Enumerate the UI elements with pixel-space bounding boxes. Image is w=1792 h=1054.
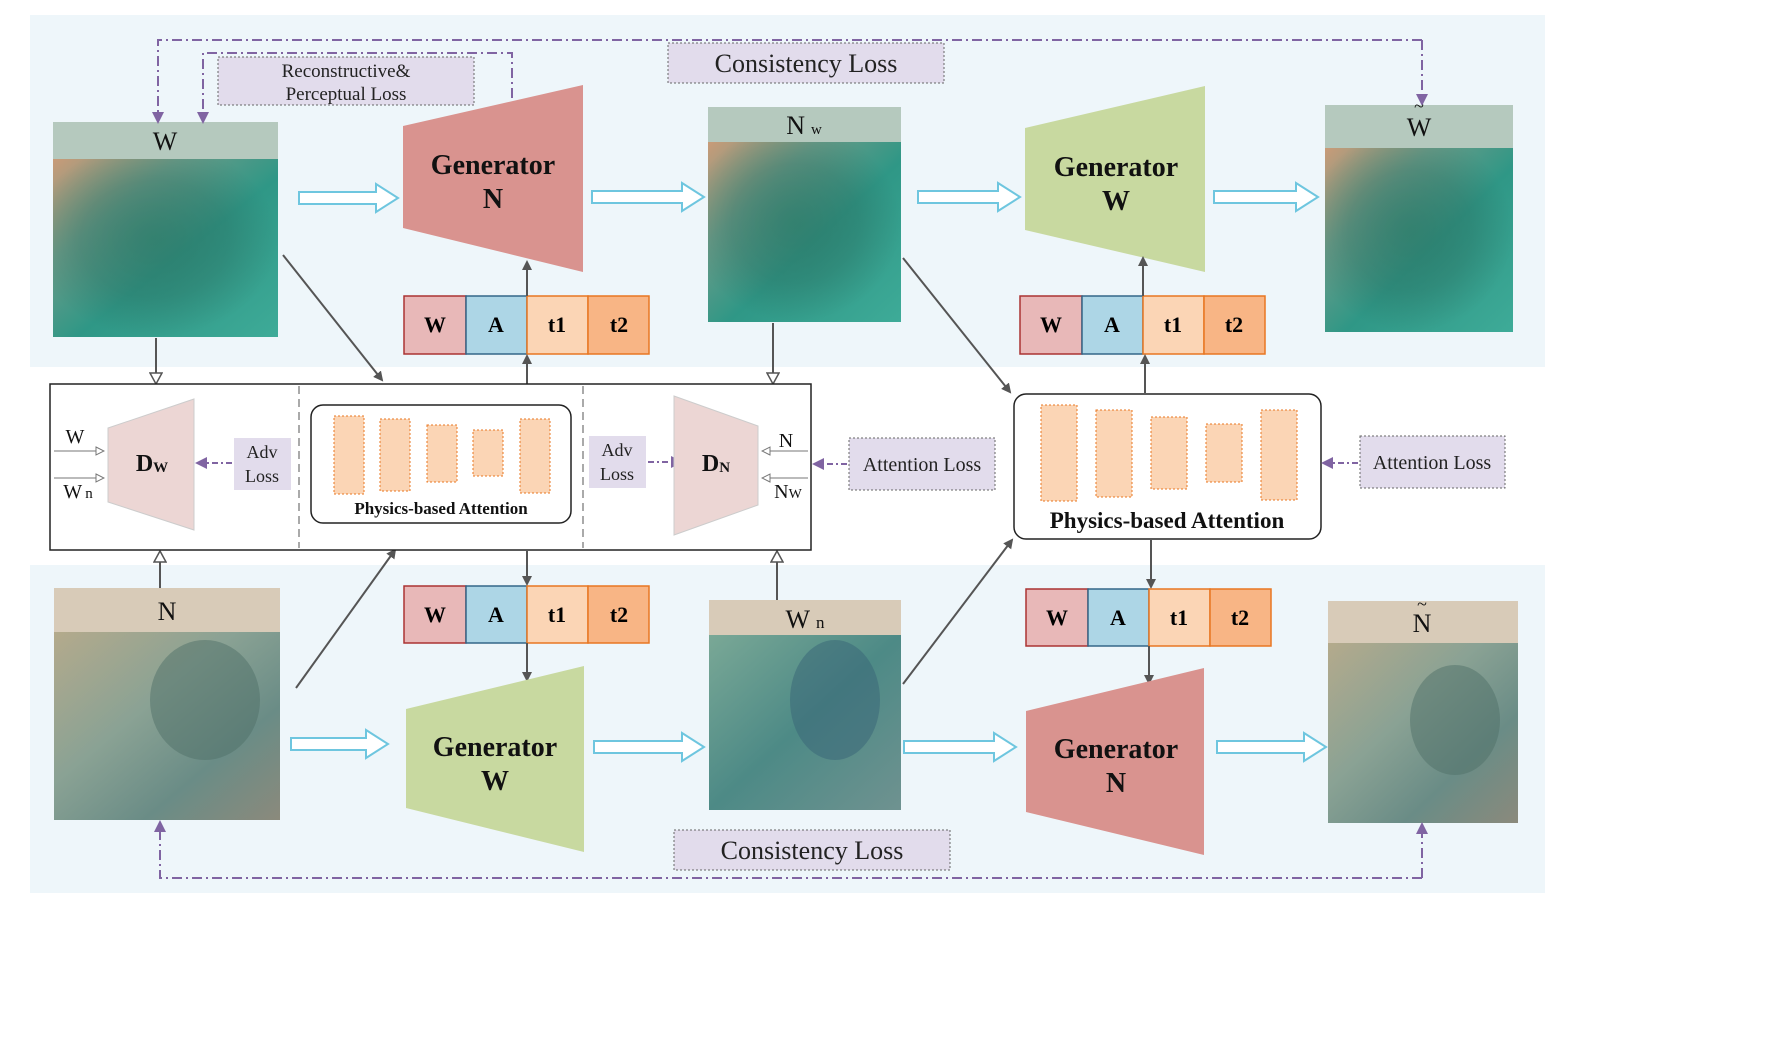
svg-text:Generator: Generator bbox=[433, 732, 557, 763]
svg-text:Generator: Generator bbox=[1054, 734, 1178, 765]
arrow-nw-to-attention-right bbox=[902, 257, 1012, 394]
svg-text:Attention Loss: Attention Loss bbox=[863, 454, 982, 476]
hollow-arrow-top-1 bbox=[298, 182, 400, 214]
physics-attention-large: Physics-based Attention bbox=[1013, 393, 1322, 540]
image-w-tilde-label: W bbox=[1407, 113, 1432, 142]
svg-text:W: W bbox=[424, 602, 446, 627]
image-w-input-label: W bbox=[153, 127, 178, 156]
svg-text:Physics-based Attention: Physics-based Attention bbox=[1050, 508, 1285, 533]
svg-text:A: A bbox=[488, 602, 504, 627]
discriminator-dw: DW bbox=[107, 398, 195, 531]
reconstructive-loss-line1: Reconstructive& bbox=[282, 61, 411, 82]
param-block-bottom-right: W A t1 t2 bbox=[1025, 588, 1272, 647]
svg-text:t1: t1 bbox=[1170, 605, 1188, 630]
svg-text:Physics-based Attention: Physics-based Attention bbox=[354, 499, 528, 518]
param-block-top-left: W A t1 t2 bbox=[403, 295, 650, 355]
arrow-w-to-attention bbox=[282, 254, 384, 382]
hollow-arrow-top-4 bbox=[1213, 181, 1320, 213]
arrow-wn-to-attention-right bbox=[902, 538, 1014, 685]
svg-text:DW: DW bbox=[136, 451, 168, 477]
svg-text:Adv: Adv bbox=[247, 442, 278, 462]
svg-text:Wn: Wn bbox=[63, 481, 93, 503]
reconstructive-loss-box: Reconstructive& Perceptual Loss bbox=[217, 56, 475, 106]
svg-text:t1: t1 bbox=[1164, 312, 1182, 337]
svg-text:W: W bbox=[66, 426, 85, 448]
svg-text:t2: t2 bbox=[610, 312, 628, 337]
hollow-arrow-bottom-2 bbox=[593, 731, 706, 763]
svg-text:Attention Loss: Attention Loss bbox=[1373, 452, 1492, 474]
dashed-consistency-path-bottom bbox=[154, 820, 1422, 879]
consistency-loss-top: Consistency Loss bbox=[667, 42, 945, 84]
svg-text:Loss: Loss bbox=[245, 466, 279, 486]
svg-text:Generator: Generator bbox=[431, 150, 555, 181]
svg-text:Consistency Loss: Consistency Loss bbox=[715, 49, 898, 78]
attention-loss-left: Attention Loss bbox=[848, 437, 996, 491]
dashed-reconstructive-path bbox=[197, 52, 513, 124]
svg-text:W: W bbox=[424, 312, 446, 337]
image-n-input-label: N bbox=[158, 597, 177, 626]
svg-text:A: A bbox=[1104, 312, 1120, 337]
generator-n-bottom: Generator N bbox=[1026, 668, 1204, 855]
param-block-top-right: W A t1 t2 bbox=[1019, 295, 1266, 355]
hollow-arrow-bottom-4 bbox=[1216, 731, 1328, 763]
image-n-input: N bbox=[54, 588, 280, 820]
svg-text:Consistency Loss: Consistency Loss bbox=[721, 836, 904, 865]
dn-inputs: N NW bbox=[762, 430, 808, 503]
hollow-arrow-bottom-3 bbox=[903, 731, 1018, 763]
svg-text:A: A bbox=[488, 312, 504, 337]
adv-loss-w: Adv Loss bbox=[234, 438, 291, 490]
svg-text:Adv: Adv bbox=[602, 440, 633, 460]
svg-text:~: ~ bbox=[1414, 96, 1424, 116]
adv-loss-n: Adv Loss bbox=[589, 436, 646, 488]
svg-text:NW: NW bbox=[774, 481, 802, 503]
svg-text:N: N bbox=[779, 430, 793, 452]
discriminator-dn: DN bbox=[673, 395, 759, 536]
svg-text:W: W bbox=[1040, 312, 1062, 337]
param-block-bottom-left: W A t1 t2 bbox=[403, 585, 650, 644]
svg-text:~: ~ bbox=[1417, 594, 1427, 614]
svg-text:N: N bbox=[1106, 768, 1126, 799]
arrow-n-to-attention bbox=[295, 548, 397, 689]
consistency-loss-bottom: Consistency Loss bbox=[673, 829, 951, 871]
dashed-consistency-path-top bbox=[152, 39, 1422, 124]
hollow-arrow-bottom-1 bbox=[290, 728, 390, 760]
svg-text:W: W bbox=[1046, 605, 1068, 630]
svg-text:N: N bbox=[483, 184, 503, 215]
physics-attention-small: Physics-based Attention bbox=[310, 404, 572, 524]
svg-text:t2: t2 bbox=[1225, 312, 1243, 337]
generator-w-top: Generator W bbox=[1025, 86, 1205, 272]
svg-text:t2: t2 bbox=[1231, 605, 1249, 630]
reconstructive-loss-line2: Perceptual Loss bbox=[286, 84, 407, 105]
attention-loss-right: Attention Loss bbox=[1359, 435, 1506, 489]
svg-text:W: W bbox=[481, 766, 509, 797]
hollow-arrow-top-3 bbox=[917, 181, 1022, 213]
svg-text:t2: t2 bbox=[610, 602, 628, 627]
image-w-input: W bbox=[53, 122, 278, 337]
generator-n-top: Generator N bbox=[403, 85, 583, 272]
svg-text:W: W bbox=[1102, 186, 1130, 217]
image-w-tilde: ~ W bbox=[1325, 96, 1513, 332]
svg-text:Generator: Generator bbox=[1054, 152, 1178, 183]
svg-text:A: A bbox=[1110, 605, 1126, 630]
image-n-tilde-label: N bbox=[1413, 609, 1432, 638]
svg-text:t1: t1 bbox=[548, 312, 566, 337]
svg-text:t1: t1 bbox=[548, 602, 566, 627]
svg-text:DN: DN bbox=[702, 451, 730, 477]
generator-w-bottom: Generator W bbox=[406, 666, 584, 852]
hollow-arrow-top-2 bbox=[591, 181, 706, 213]
svg-text:Loss: Loss bbox=[600, 464, 634, 484]
image-n-tilde: ~ N bbox=[1328, 594, 1518, 823]
